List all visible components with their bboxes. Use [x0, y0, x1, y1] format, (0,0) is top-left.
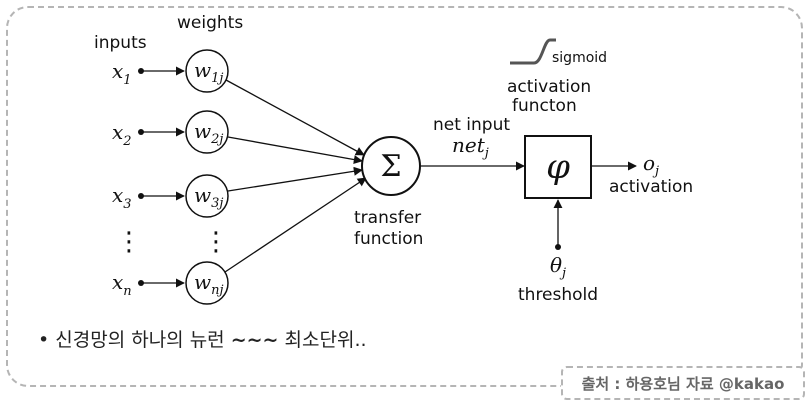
weight-ellipsis: ⋮ [203, 227, 229, 257]
threshold-var: θj [550, 253, 566, 281]
weight-node [185, 261, 229, 305]
output-activation-label: activation [609, 177, 693, 197]
threshold-label: threshold [518, 285, 598, 305]
weights-label: weights [177, 13, 243, 33]
input-x3: x3 [112, 183, 132, 212]
input-row-1: x1 w1j [112, 49, 229, 93]
source-credit: 출처 : 하용호님 자료 @kakao [561, 366, 805, 400]
input-xn: xn [112, 270, 132, 299]
input-row-3: x3 w3j [112, 174, 229, 218]
activation-function-label-line1: activation [507, 77, 591, 97]
weight-wnj: wnj [194, 270, 224, 298]
weight-w1j: w1j [194, 58, 223, 86]
weight-to-sum-arrow [227, 166, 363, 192]
weight-to-sum-arrow [227, 136, 363, 165]
output-var: oj [643, 151, 659, 179]
input-ellipsis: ⋮ [116, 227, 142, 257]
input-x2: x2 [112, 120, 132, 149]
outer-dashed-frame [6, 6, 803, 387]
activation-box [524, 135, 592, 199]
weight-node [185, 110, 229, 154]
phi-symbol: φ [546, 147, 570, 187]
weight-w2j: w2j [194, 119, 223, 147]
weight-to-sum-arrow [225, 79, 365, 156]
weight-to-sum-arrow [224, 177, 367, 273]
net-input-label: net input [433, 115, 510, 135]
sigmoid-curve-icon [510, 38, 556, 65]
transfer-label-line2: function [354, 229, 423, 249]
weight-node [185, 174, 229, 218]
bullet-text-after: 최소단위.. [284, 329, 367, 351]
sigmoid-label: sigmoid [552, 50, 607, 66]
input-row-2: x2 w2j [112, 110, 229, 154]
weight-node [185, 49, 229, 93]
transfer-label-line1: transfer [354, 208, 421, 228]
sigma-symbol: Σ [380, 149, 401, 184]
activation-function-label-line2: functon [512, 96, 577, 116]
inputs-label: inputs [94, 33, 147, 53]
bullet-text-before: 신경망의 하나의 뉴런 [55, 329, 225, 351]
input-row-n: xn wnj [112, 261, 229, 305]
bullet-dot: • [38, 329, 50, 351]
bullet-tilde: ~~~ [230, 329, 279, 351]
bullet-note: • 신경망의 하나의 뉴런 ~~~ 최소단위.. [38, 325, 367, 352]
net-input-var: netj [452, 133, 489, 161]
input-x1: x1 [112, 59, 132, 88]
weight-w3j: w3j [194, 183, 223, 211]
